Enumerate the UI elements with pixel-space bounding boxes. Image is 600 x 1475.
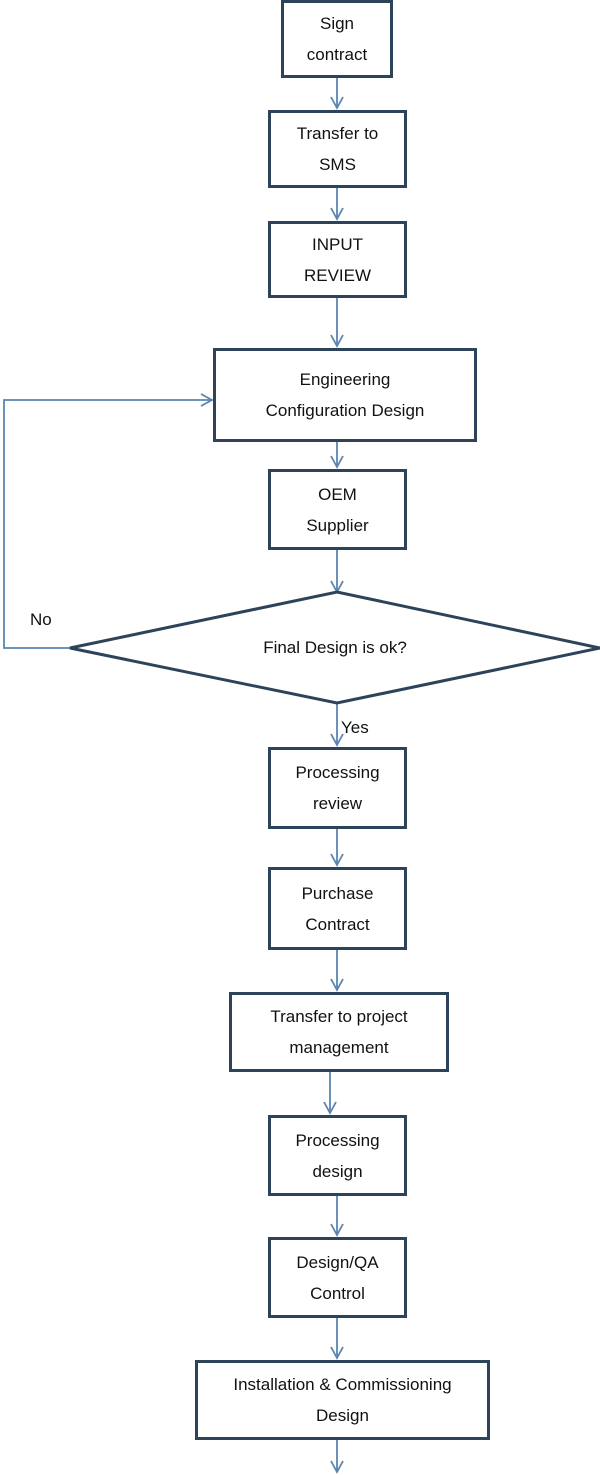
step-label: REVIEW <box>303 265 372 285</box>
step-processing-review: Processing review <box>268 747 407 829</box>
step-engineering-configuration: Engineering Configuration Design <box>213 348 477 442</box>
step-label: Transfer to project <box>270 1007 408 1026</box>
step-label: SMS <box>319 155 356 174</box>
step-label: Purchase <box>301 883 374 903</box>
step-label: Configuration Design <box>265 401 425 420</box>
step-label: Supplier <box>306 515 369 535</box>
step-label: INPUT <box>312 234 363 254</box>
decision-label: Final Design is ok? <box>263 638 407 657</box>
step-sign-contract: Sign contract <box>281 0 393 78</box>
arrow-no-loop <box>3 393 214 649</box>
decision-diamond <box>69 590 600 705</box>
step-label: Sign <box>319 14 355 33</box>
step-label: Design <box>316 1406 369 1425</box>
step-label: Control <box>310 1283 365 1303</box>
step-label: review <box>312 794 363 813</box>
step-transfer-project-management: Transfer to project management <box>229 992 449 1072</box>
step-label: management <box>289 1038 389 1057</box>
step-label: Engineering <box>299 370 391 389</box>
step-label: Processing <box>295 1130 380 1150</box>
step-input-review: INPUT REVIEW <box>268 221 407 298</box>
step-processing-design: Processing design <box>268 1115 407 1196</box>
step-design-qa-control: Design/QA Control <box>268 1237 407 1318</box>
step-label: Contract <box>305 914 370 934</box>
step-label: Processing <box>295 763 380 782</box>
step-label: OEM <box>318 484 357 504</box>
step-installation-commissioning: Installation & Commissioning Design <box>195 1360 490 1440</box>
no-label: No <box>30 610 52 629</box>
step-label: contract <box>306 45 368 64</box>
step-label: Transfer to <box>296 124 379 143</box>
step-purchase-contract: Purchase Contract <box>268 867 407 950</box>
step-label: Design/QA <box>296 1252 379 1272</box>
yes-label: Yes <box>341 718 369 737</box>
step-oem-supplier: OEM Supplier <box>268 469 407 550</box>
step-label: Installation & Commissioning <box>233 1375 452 1394</box>
step-label: design <box>312 1161 363 1181</box>
step-transfer-sms: Transfer to SMS <box>268 110 407 188</box>
